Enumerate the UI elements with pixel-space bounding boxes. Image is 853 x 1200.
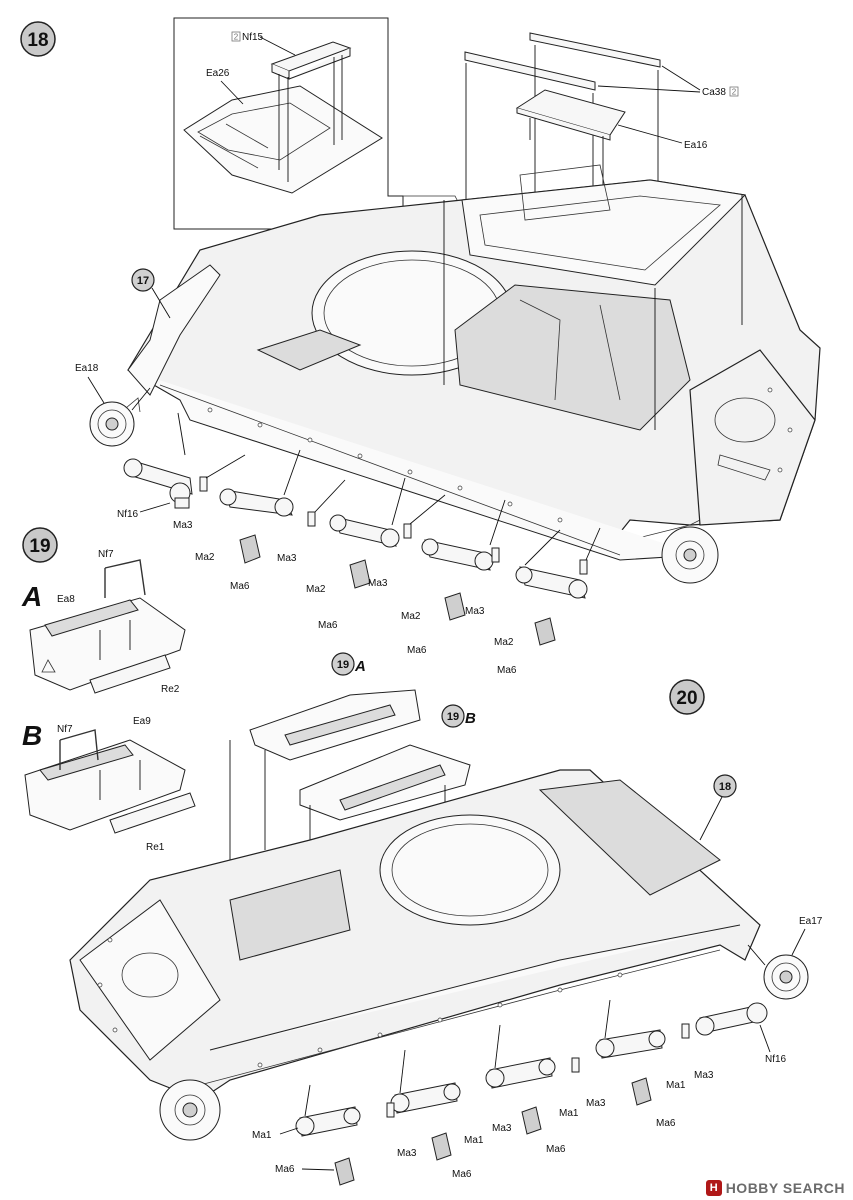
label-ma6-t2: Ma6 — [318, 620, 338, 631]
variant-b-assembly — [24, 729, 196, 834]
label-ma6-t3: Ma6 — [407, 645, 427, 656]
label-ca38: Ca38 — [702, 87, 726, 98]
turret-ring-20 — [379, 814, 561, 926]
upper-hull-18 — [127, 164, 821, 584]
label-ea16: Ea16 — [684, 140, 708, 151]
step-18-badge: 18 — [20, 21, 56, 57]
label-ma3-b4: Ma3 — [397, 1148, 417, 1159]
label-ma3-t3: Ma3 — [368, 578, 388, 589]
svg-text:19: 19 — [447, 711, 459, 723]
svg-text:17: 17 — [137, 275, 149, 287]
svg-text:18: 18 — [719, 781, 731, 793]
ref-19b-badge: 19 — [441, 704, 465, 728]
ref-19a-badge: 19 — [331, 652, 355, 676]
part-ea18 — [89, 397, 141, 447]
step-20-badge: 20 — [669, 679, 705, 715]
step-18-inset-box — [173, 17, 471, 230]
label-nf16-top: Nf16 — [117, 509, 139, 520]
bottom-suspension-set-1 — [595, 999, 690, 1106]
label-ma6-b1: Ma6 — [656, 1118, 676, 1129]
label-nf7-a: Nf7 — [98, 549, 114, 560]
top-suspension-set-3 — [403, 494, 506, 621]
label-ma2-t3: Ma2 — [401, 611, 421, 622]
top-suspension-set-4 — [515, 527, 601, 646]
label-ma1-b3: Ma1 — [464, 1135, 484, 1146]
label-ma3-t2: Ma3 — [277, 553, 297, 564]
step-19-number: 19 — [29, 536, 50, 557]
label-ma3-t1: Ma3 — [173, 520, 193, 531]
step-20-number: 20 — [676, 688, 697, 709]
label-nf15: Nf15 — [242, 32, 264, 43]
svg-text:2: 2 — [234, 33, 239, 42]
variant-a-assembly — [29, 559, 186, 694]
label-ea9: Ea9 — [133, 716, 151, 727]
variant-a-letter: A — [21, 581, 42, 612]
step-18-number: 18 — [27, 30, 48, 51]
label-ma6-b4: Ma6 — [275, 1164, 295, 1175]
ref-17-badge: 17 — [131, 268, 155, 292]
ref-18-badge: 18 — [713, 774, 737, 798]
label-re1: Re1 — [146, 842, 165, 853]
label-ma6-t4: Ma6 — [497, 665, 517, 676]
hull-20-rivets — [97, 937, 623, 1068]
nf15-count-box: 2 — [231, 31, 241, 42]
part-nf16-bottom — [695, 1002, 768, 1036]
label-ma2-t1: Ma2 — [195, 552, 215, 563]
label-ma3-b1: Ma3 — [694, 1070, 714, 1081]
label-re2: Re2 — [161, 684, 180, 695]
ref-19b-letter: B — [465, 710, 476, 727]
ref-19a-letter: A — [354, 658, 366, 675]
label-ma6-b3: Ma6 — [452, 1169, 472, 1180]
label-ma1-b2: Ma1 — [559, 1108, 579, 1119]
label-ea26: Ea26 — [206, 68, 230, 79]
label-ma3-b3: Ma3 — [492, 1123, 512, 1134]
top-suspension-set-1 — [199, 449, 301, 564]
step-19-badge: 19 — [22, 527, 58, 563]
part-ea17 — [763, 954, 809, 1000]
label-ma3-t4: Ma3 — [465, 606, 485, 617]
watermark-text: HOBBY SEARCH — [725, 1180, 845, 1196]
svg-text:19: 19 — [337, 659, 349, 671]
label-nf16-bottom: Nf16 — [765, 1054, 787, 1065]
label-ea17: Ea17 — [799, 916, 823, 927]
watermark-logo: H HOBBY SEARCH — [705, 1180, 845, 1196]
lower-hull-20 — [69, 769, 761, 1141]
part-ea26-plate — [183, 85, 383, 194]
hull-18-rivets — [207, 387, 793, 523]
bottom-suspension-set-3 — [386, 1049, 461, 1161]
label-ma2-t2: Ma2 — [306, 584, 326, 595]
bottom-suspension-set-2 — [485, 1024, 580, 1135]
label-nf7-b: Nf7 — [57, 724, 73, 735]
label-ma3-b2: Ma3 — [586, 1098, 606, 1109]
label-ea8: Ea8 — [57, 594, 75, 605]
label-ma6-b2: Ma6 — [546, 1144, 566, 1155]
variant-b-letter: B — [22, 720, 42, 751]
part-nf16-top — [123, 458, 193, 509]
label-ma1-b4: Ma1 — [252, 1130, 272, 1141]
hobby-search-logo-icon: H — [705, 1180, 722, 1196]
svg-text:2: 2 — [732, 88, 737, 97]
label-ma1-b1: Ma1 — [666, 1080, 686, 1091]
top-suspension-set-2 — [307, 477, 406, 589]
label-ma2-t4: Ma2 — [494, 637, 514, 648]
ca38-count-box: 2 — [729, 86, 739, 97]
label-ea18: Ea18 — [75, 363, 99, 374]
bottom-suspension-set-4 — [295, 1084, 361, 1186]
label-ma6-t1: Ma6 — [230, 581, 250, 592]
